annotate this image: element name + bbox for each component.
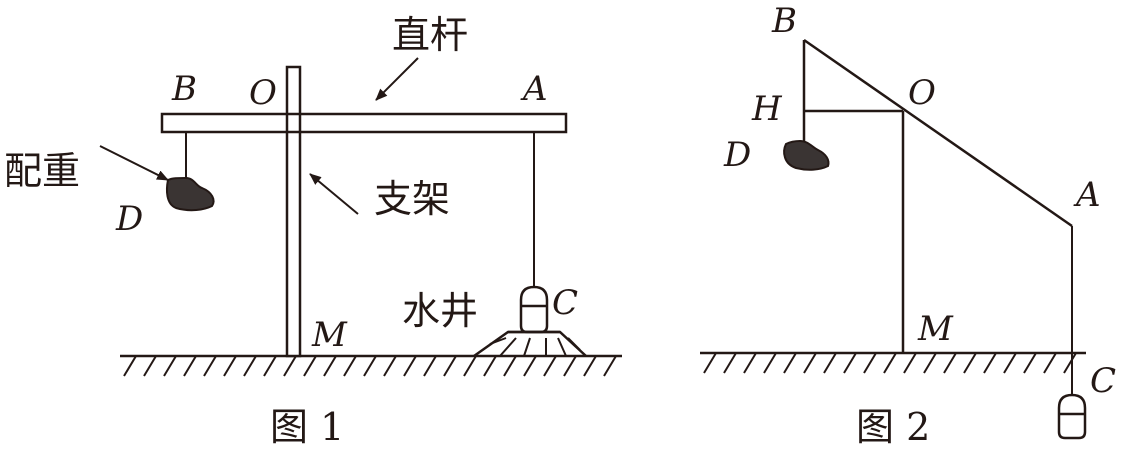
- fig1-label-o: O: [249, 73, 277, 113]
- hatch-mark: [743, 352, 757, 374]
- hatch-mark: [883, 352, 897, 374]
- hatch-mark: [123, 355, 137, 377]
- hatch-mark: [543, 355, 557, 377]
- hatch-mark: [843, 352, 857, 374]
- fig1-annotation-straight-rod: 直杆: [392, 13, 468, 57]
- hatch-mark: [723, 352, 737, 374]
- fig1-arrow-rod: [375, 57, 419, 101]
- hatch-mark: [1003, 352, 1017, 374]
- fig1-counterweight-d: [166, 176, 215, 212]
- hatch-mark: [783, 352, 797, 374]
- hatch-mark: [863, 352, 877, 374]
- hatch-mark: [763, 352, 777, 374]
- hatch-mark: [943, 352, 957, 374]
- hatch-mark: [183, 355, 197, 377]
- fig1-bucket-c: [519, 285, 549, 334]
- hatch-mark: [983, 352, 997, 374]
- hatch-mark: [1043, 352, 1057, 374]
- fig1-annotation-support: 支架: [374, 177, 450, 221]
- hatch-mark: [283, 355, 297, 377]
- fig1-label-a: A: [520, 69, 548, 109]
- fig2-lever-bo-a: [803, 38, 1073, 228]
- fig1-caption: 图 1: [270, 405, 344, 449]
- hatch-mark: [923, 352, 937, 374]
- fig1-arrow-counterweight: [99, 145, 169, 181]
- hatch-mark: [203, 355, 217, 377]
- fig2-label-d: D: [723, 135, 751, 175]
- hatch-mark: [603, 355, 617, 377]
- hatch-mark: [343, 355, 357, 377]
- hatch-mark: [163, 355, 177, 377]
- fig2-label-b: B: [771, 1, 797, 41]
- hatch-mark: [463, 355, 477, 377]
- hatch-mark: [963, 352, 977, 374]
- hatch-mark: [243, 355, 257, 377]
- fig1-ground-hatching: [123, 355, 617, 377]
- hatch-mark: [323, 355, 337, 377]
- hatch-mark: [523, 355, 537, 377]
- fig2-label-h: H: [751, 89, 783, 129]
- hatch-mark: [563, 355, 577, 377]
- hatch-mark: [223, 355, 237, 377]
- fig2-label-o: O: [908, 73, 936, 113]
- fig1-annotation-well: 水井: [402, 289, 478, 333]
- hatch-mark: [503, 355, 517, 377]
- fig2-caption: 图 2: [856, 405, 930, 449]
- fig2-counterweight-d: [783, 139, 830, 171]
- fig1-annotation-counterweight: 配重: [4, 149, 80, 193]
- figure-2: B H O D A M C 图 2: [700, 1, 1116, 449]
- figure-1: B O A M C D 直杆 配重 支架 水井 图 1: [4, 13, 622, 449]
- fig2-ground: [700, 351, 1086, 374]
- fig2-ground-hatching: [703, 352, 1077, 374]
- fig2-label-a: A: [1073, 175, 1101, 215]
- hatch-mark: [483, 355, 497, 377]
- hatch-mark: [443, 355, 457, 377]
- hatch-mark: [803, 352, 817, 374]
- fig1-ground: [120, 354, 622, 377]
- hatch-mark: [823, 352, 837, 374]
- hatch-mark: [303, 355, 317, 377]
- fig1-support: [285, 65, 302, 358]
- hatch-mark: [383, 355, 397, 377]
- fig1-label-d: D: [115, 199, 143, 239]
- fig1-straight-rod: [160, 112, 568, 134]
- hatch-mark: [143, 355, 157, 377]
- fig2-label-c: C: [1090, 361, 1116, 401]
- hatch-mark: [263, 355, 277, 377]
- fig2-label-m: M: [917, 309, 954, 349]
- fig1-label-b: B: [171, 69, 197, 109]
- fig1-label-c: C: [552, 283, 578, 323]
- hatch-mark: [703, 352, 717, 374]
- fig2-bucket-c: [1057, 393, 1087, 440]
- hatch-mark: [1023, 352, 1037, 374]
- fig1-label-m: M: [311, 315, 348, 355]
- hatch-mark: [1063, 352, 1077, 374]
- hatch-mark: [403, 355, 417, 377]
- hatch-mark: [903, 352, 917, 374]
- fig1-arrow-support: [309, 173, 359, 215]
- hatch-mark: [423, 355, 437, 377]
- fig1-well: [473, 330, 587, 358]
- hatch-mark: [583, 355, 597, 377]
- hatch-mark: [363, 355, 377, 377]
